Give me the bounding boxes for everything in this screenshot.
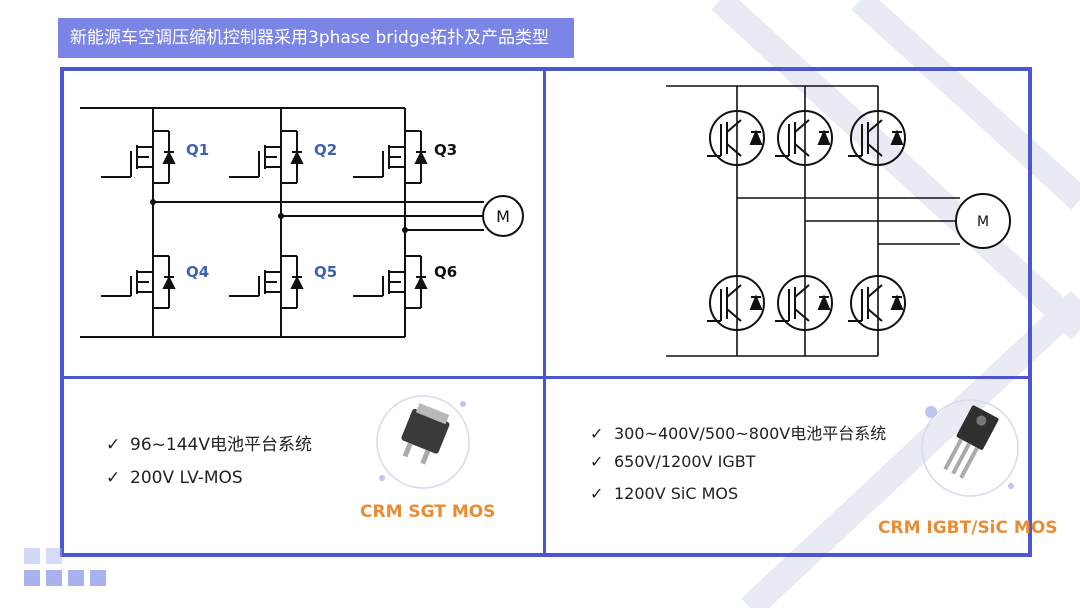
mosfet-bridge-diagram: M Q1 Q2 Q3 Q4 Q5 Q6 — [80, 107, 524, 338]
list-item: ✓96~144V电池平台系统 — [106, 435, 312, 455]
list-item: ✓300~400V/500~800V电池平台系统 — [590, 424, 887, 443]
sgt-mos-package-image — [376, 395, 470, 489]
horizontal-divider — [60, 376, 1032, 379]
mosfet-symbols — [101, 130, 428, 309]
q4-label: Q4 — [186, 263, 209, 281]
right-spec-list: ✓300~400V/500~800V电池平台系统 ✓650V/1200V IGB… — [590, 420, 886, 516]
list-item: ✓1200V SiC MOS — [590, 484, 739, 503]
check-icon: ✓ — [106, 468, 121, 488]
vertical-divider — [543, 67, 546, 557]
decorative-squares — [24, 548, 106, 586]
list-item: ✓200V LV-MOS — [106, 468, 243, 488]
left-spec-list: ✓96~144V电池平台系统 ✓200V LV-MOS — [106, 430, 312, 506]
igbt-bridge-diagram: M — [666, 85, 1011, 357]
check-icon: ✓ — [590, 484, 604, 503]
motor-label: M — [496, 207, 510, 226]
page-title: 新能源车空调压缩机控制器采用3phase bridge拓扑及产品类型 — [58, 18, 574, 58]
igbt-symbols — [707, 110, 906, 331]
motor-icon-igbt — [955, 193, 1011, 249]
content-frame — [60, 67, 1032, 557]
q5-label: Q5 — [314, 263, 337, 281]
check-icon: ✓ — [590, 424, 604, 443]
check-icon: ✓ — [590, 452, 604, 471]
q6-label: Q6 — [434, 263, 457, 281]
igbt-sic-package-image — [921, 399, 1019, 497]
motor-icon — [482, 195, 524, 237]
q2-label: Q2 — [314, 141, 337, 159]
check-icon: ✓ — [106, 435, 121, 455]
q3-label: Q3 — [434, 141, 457, 159]
q1-label: Q1 — [186, 141, 209, 159]
sgt-mos-product-title: CRM SGT MOS — [360, 502, 496, 522]
igbt-sic-product-title: CRM IGBT/SiC MOS — [878, 518, 1058, 538]
motor-label-igbt: M — [977, 214, 989, 230]
list-item: ✓650V/1200V IGBT — [590, 452, 756, 471]
